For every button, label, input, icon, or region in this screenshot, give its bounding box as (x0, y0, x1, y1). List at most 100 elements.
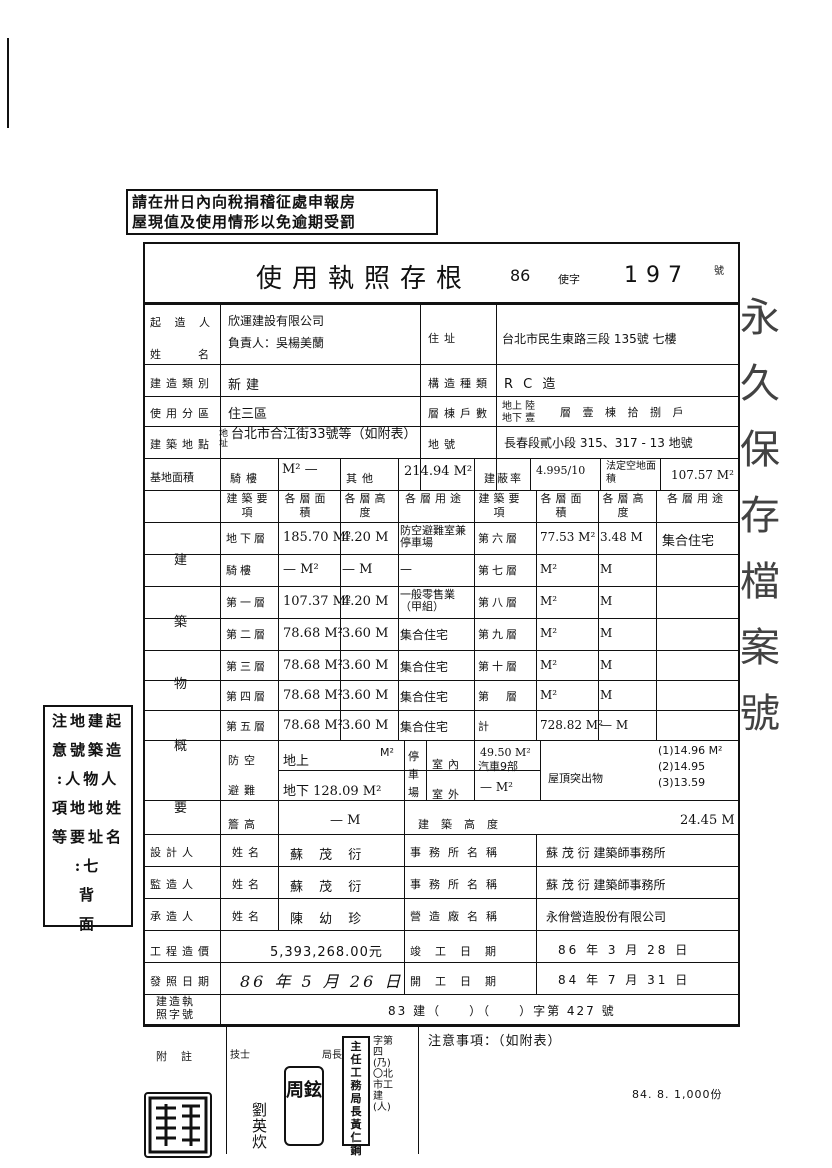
zone-value: 住三區 (228, 407, 268, 422)
summary-cell-area-r: M² (540, 562, 558, 576)
summary-cell-height-r: M (600, 688, 613, 702)
summary-cell-use-l: — (400, 562, 412, 576)
start-label: 開工日期 (410, 975, 510, 988)
summary-cell-height-l: — M (342, 562, 373, 577)
summary-header-cell: 各層面積 (284, 492, 330, 519)
indoor-value: 49.50 M² (480, 746, 531, 759)
owner-address: 台北市民生東路三段 135號 七樓 (502, 332, 677, 346)
grid-col-line (340, 490, 341, 740)
coverage-label: 建蔽率 (484, 472, 523, 485)
summary-header-cell: 各層用途 (405, 492, 465, 505)
year-number: 86 (510, 266, 531, 285)
eave-value: — M (330, 813, 361, 828)
side-stamp-line: 背 (78, 886, 97, 904)
summary-cell-item-r: 第八層 (478, 596, 520, 609)
site-addr-tag: 地址 (219, 429, 229, 449)
side-stamp-line: 等要址名 (51, 828, 124, 846)
summary-cell-height-r: M (600, 658, 613, 672)
lot-value: 長春段貳小段 315、317 - 13 地號 (504, 436, 693, 450)
person-name-label: 姓名 (232, 878, 264, 891)
summary-cell-use-l: 防空避難室兼停車場 (400, 524, 466, 549)
grid-col-line (278, 458, 279, 490)
cost-label: 工程造價 (150, 945, 214, 958)
person-role: 監造人 (150, 878, 198, 891)
summary-cell-height-l: 3.60 M (342, 626, 389, 641)
summary-cell-item-l: 騎樓 (226, 564, 254, 577)
side-stamp-line: 注地建起 (51, 712, 124, 730)
side-stamp-line: 面 (78, 915, 97, 933)
summary-cell-area-r: M² (540, 688, 558, 702)
person-name: 陳 幼 珍 (290, 912, 368, 927)
summary-cell-height-r: 3.48 M (600, 530, 643, 544)
side-stamp-line: 意號築造 (51, 741, 124, 759)
grid-row-line (143, 458, 740, 459)
grid-row-line (143, 618, 740, 619)
attach-divider-b (418, 1026, 419, 1154)
summary-cell-area-l: 78.68 M² (283, 718, 343, 733)
person-org-label: 事務所名稱 (410, 878, 505, 891)
grid-row-line (143, 740, 740, 741)
done-label: 竣工日期 (410, 945, 510, 958)
grid-col-line (220, 304, 221, 1026)
person-org: 蘇 茂 衍 建築師事務所 (546, 846, 666, 860)
grid-col-line (536, 834, 537, 930)
notice-line-1: 請在卅日內向稅捐稽征處申報房 (132, 193, 357, 211)
notice-stamp: 請在卅日內向稅捐稽征處申報房 屋現值及使用情形以免逾期受罰 (126, 189, 438, 235)
building-height-label: 建築高度 (418, 818, 510, 831)
grid-row-line (143, 994, 740, 995)
shelter-below: 地下 128.09 M² (283, 784, 382, 799)
grid-col-line (278, 490, 279, 740)
start-value: 84 年 7 月 31 日 (558, 973, 691, 987)
person-name: 蘇 茂 衍 (290, 880, 368, 895)
summary-cell-area-l: — M² (283, 562, 319, 577)
grid-row-line (278, 770, 540, 771)
summary-cell-item-l: 第一層 (226, 596, 268, 609)
side-stamp-line: :七 (74, 857, 102, 875)
person-org-label: 事務所名稱 (410, 846, 505, 859)
summary-header-cell: 各層用途 (667, 492, 727, 505)
summary-cell-use-l: 集合住宅 (400, 628, 449, 642)
summary-cell-item-l: 第四層 (226, 690, 268, 703)
grid-col-line (598, 490, 599, 740)
arcade-value: M² — (282, 462, 318, 477)
grid-col-line (340, 458, 341, 490)
grid-row-line (143, 426, 740, 427)
grid-col-line (496, 304, 497, 490)
summary-header-cell: 各層高度 (602, 492, 648, 519)
summary-cell-area-l: 78.68 M² (283, 626, 343, 641)
summary-header-cell: 建築要項 (226, 492, 272, 519)
permit-value: 83 建（ ）（ ）字第 427 號 (388, 1004, 616, 1018)
owner-label-b: 姓 名 (150, 348, 214, 361)
seal-mark-icon (148, 1096, 208, 1154)
print-note: 84. 8. 1,000份 (632, 1088, 723, 1101)
grid-row-line (143, 930, 740, 931)
summary-cell-item-r: 第七層 (478, 564, 520, 577)
outdoor-label: 室外 (432, 788, 464, 801)
site-value: 台北市合江街33號等（如附表） (231, 427, 417, 442)
officer-name: 劉英炊 (252, 1101, 268, 1151)
grid-col-line (600, 458, 601, 490)
site-label: 建築地點 (150, 438, 214, 451)
person-name-label: 姓名 (232, 846, 264, 859)
roof-label: 屋頂突出物 (548, 772, 603, 785)
permit-form (143, 242, 740, 1026)
area-label: 基地面積 (150, 471, 194, 484)
struct-label: 構造種類 (428, 377, 492, 390)
grid-row-line (143, 898, 740, 899)
type-value: 新建 (228, 378, 265, 393)
summary-cell-item-r: 第六層 (478, 532, 520, 545)
summary-cell-height-l: 4.20 M (342, 594, 389, 609)
issue-value: 86 年 5 月 26 日 (240, 972, 404, 991)
grid-col-line (540, 740, 541, 800)
floors-value: 層 壹 棟 拾 捌 戶 (560, 406, 688, 419)
arcade-label: 騎樓 (230, 472, 262, 485)
side-stamp-line: 項地地姓 (51, 799, 124, 817)
grid-col-line (474, 490, 475, 740)
eave-label: 簷高 (228, 818, 260, 831)
round-seal-text: 周鉉 (286, 1080, 322, 1101)
parking-label: 停車場 (408, 750, 419, 799)
permit-number: 197 (624, 263, 690, 288)
grid-row-line (143, 650, 740, 651)
summary-cell-item-r: 第十層 (478, 660, 520, 673)
cost-value: 5,393,268.00元 (270, 945, 383, 960)
